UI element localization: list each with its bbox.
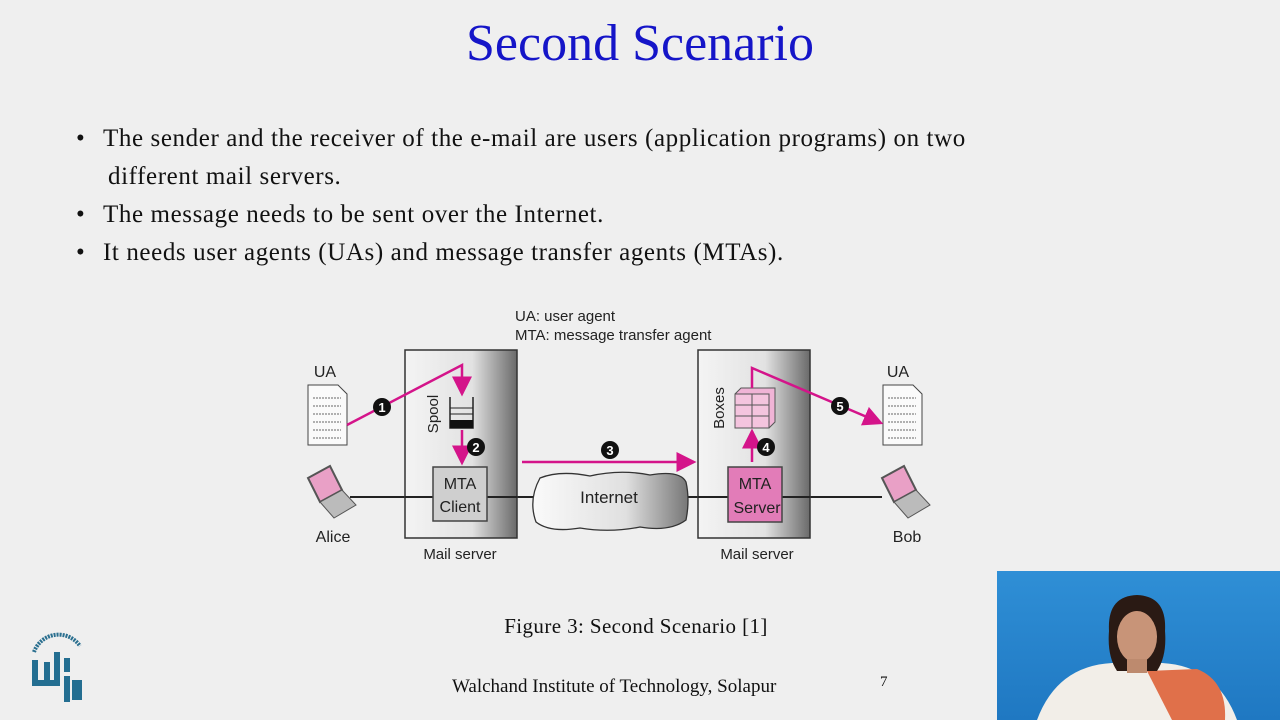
boxes-label: Boxes	[711, 387, 728, 429]
bullet-item: The message needs to be sent over the In…	[76, 196, 1196, 234]
right-mail-server-label: Mail server	[720, 546, 793, 563]
mta-client-label-2: Client	[440, 499, 481, 516]
legend-ua: UA: user agent	[515, 308, 616, 325]
bullet-text: The sender and the receiver of the e-mai…	[103, 125, 966, 152]
slide-title: Second Scenario	[465, 15, 814, 72]
bullet-text: The message needs to be sent over the In…	[103, 201, 604, 228]
receiver-ua-label: UA	[887, 364, 910, 381]
bullet-text: It needs user agents (UAs) and message t…	[103, 239, 784, 266]
svg-text:5: 5	[836, 399, 843, 414]
footer-institution: Walchand Institute of Technology, Solapu…	[452, 676, 777, 697]
bullet-item: The sender and the receiver of the e-mai…	[76, 120, 1196, 196]
step-badge-1: 1	[373, 398, 391, 416]
mta-server-label: MTA	[739, 476, 772, 493]
left-mail-server-label: Mail server	[423, 546, 496, 563]
bob-label: Bob	[893, 529, 922, 546]
figure-caption: Figure 3: Second Scenario [1]	[504, 614, 768, 638]
step-badge-2: 2	[467, 438, 485, 456]
legend-mta: MTA: message transfer agent	[515, 327, 712, 344]
bob-laptop-icon	[880, 464, 931, 519]
alice-label: Alice	[316, 529, 351, 546]
spool-queue-icon	[449, 397, 474, 429]
internet-label: Internet	[580, 488, 638, 507]
alice-laptop-icon	[306, 464, 357, 519]
svg-text:2: 2	[472, 440, 479, 455]
svg-text:3: 3	[606, 443, 613, 458]
spool-label: Spool	[425, 395, 442, 433]
bullet-item: It needs user agents (UAs) and message t…	[76, 234, 1196, 272]
mta-client-box	[432, 466, 488, 522]
mta-server-label-2: Server	[733, 500, 781, 517]
mta-server-box	[727, 466, 783, 523]
mta-client-label: MTA	[444, 476, 477, 493]
institute-logo	[32, 632, 82, 702]
internet-cloud	[532, 471, 689, 531]
mailboxes-icon	[734, 387, 776, 429]
presenter-video	[997, 571, 1280, 720]
step-badge-4: 4	[757, 438, 775, 456]
sender-ua-label: UA	[314, 364, 337, 381]
bullet-text-continued: different mail servers.	[108, 163, 342, 190]
page-number: 7	[880, 674, 888, 690]
sender-ua-document-icon	[307, 384, 348, 446]
presenter-figure	[1037, 595, 1237, 720]
bullet-list: The sender and the receiver of the e-mai…	[76, 120, 1196, 272]
svg-text:1: 1	[378, 400, 385, 415]
step-badge-5: 5	[831, 397, 849, 415]
receiver-ua-document-icon	[882, 384, 923, 446]
step-badge-3: 3	[601, 441, 619, 459]
svg-text:4: 4	[762, 440, 770, 455]
